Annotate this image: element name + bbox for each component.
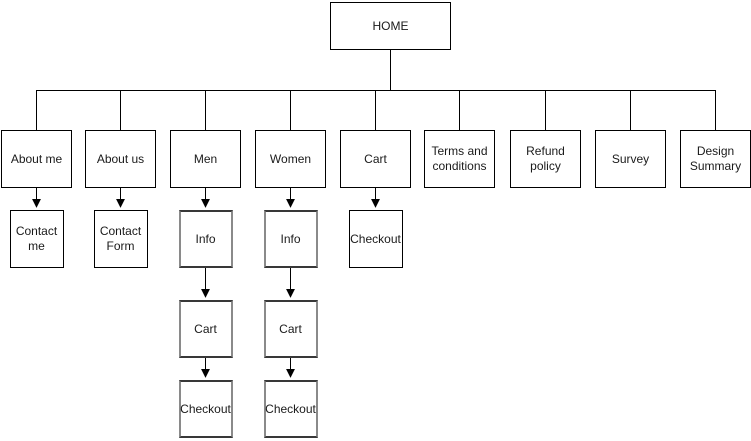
node-home: HOME (330, 2, 451, 50)
node-checkout-men-label: Checkout (180, 401, 231, 416)
node-design-summary: Design Summary (680, 130, 751, 188)
node-contact-form-label: Contact Form (99, 224, 142, 253)
node-info-men-label: Info (195, 231, 216, 246)
node-cart: Cart (340, 130, 411, 188)
node-info-men: Info (178, 210, 233, 268)
node-men: Men (170, 130, 241, 188)
node-terms-and-conditions: Terms and conditions (424, 130, 495, 188)
node-design-summary-label: Design Summary (689, 144, 742, 173)
node-women-label: Women (269, 151, 312, 166)
node-about-me-label: About me (10, 151, 63, 166)
node-home-label: HOME (372, 18, 409, 33)
node-cart-label: Cart (364, 151, 387, 166)
node-cart-men-label: Cart (194, 321, 217, 336)
node-checkout-women: Checkout (263, 380, 318, 438)
node-checkout-cart-label: Checkout (350, 231, 401, 246)
node-survey-label: Survey (611, 151, 650, 166)
node-survey: Survey (595, 130, 666, 188)
node-info-women: Info (263, 210, 318, 268)
node-cart-women-label: Cart (279, 321, 302, 336)
node-refund-policy: Refund policy (510, 130, 581, 188)
node-about-us-label: About us (96, 151, 145, 166)
node-about-me: About me (1, 130, 72, 188)
node-checkout-men: Checkout (178, 380, 233, 438)
arrow-lines (32, 188, 380, 378)
node-men-label: Men (193, 151, 218, 166)
node-contact-me: Contact me (9, 210, 64, 268)
node-checkout-women-label: Checkout (265, 401, 316, 416)
node-checkout-cart: Checkout (348, 210, 403, 268)
node-about-us: About us (85, 130, 156, 188)
node-terms-and-conditions-label: Terms and conditions (431, 144, 488, 173)
node-cart-men: Cart (178, 300, 233, 358)
node-cart-women: Cart (263, 300, 318, 358)
node-refund-policy-label: Refund policy (526, 144, 565, 173)
node-women: Women (255, 130, 326, 188)
bus-drop-lines (36, 90, 716, 130)
node-contact-form: Contact Form (93, 210, 148, 268)
node-info-women-label: Info (280, 231, 301, 246)
node-contact-me-label: Contact me (15, 224, 58, 253)
